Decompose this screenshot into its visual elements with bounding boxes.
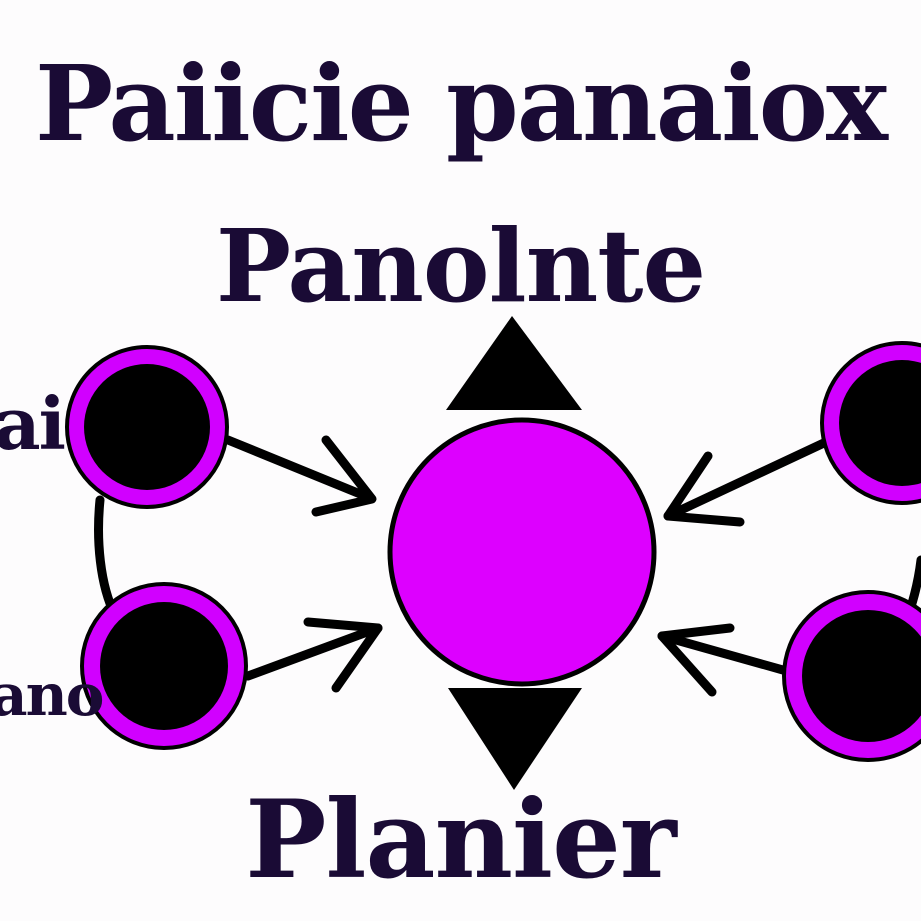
title-bottom: Planier — [245, 777, 676, 903]
node-bottom-right — [782, 590, 921, 762]
left-connector-line — [94, 495, 120, 620]
node-top-left — [65, 345, 229, 509]
center-node — [387, 417, 657, 687]
title-middle: Panolnte — [215, 207, 706, 325]
node-bottom-left — [80, 582, 248, 750]
title-top: Paiicie panaiox — [34, 42, 888, 165]
node-top-right — [820, 341, 921, 505]
arrow-bottom-right — [657, 623, 795, 697]
arrow-top-left — [223, 435, 377, 517]
side-label-top: ai — [0, 381, 66, 466]
side-label-bottom: ano — [0, 661, 104, 729]
arrow-bottom-left — [243, 617, 383, 693]
triangle-down — [448, 688, 582, 790]
arrow-top-right — [663, 437, 831, 527]
triangle-up — [446, 316, 582, 410]
